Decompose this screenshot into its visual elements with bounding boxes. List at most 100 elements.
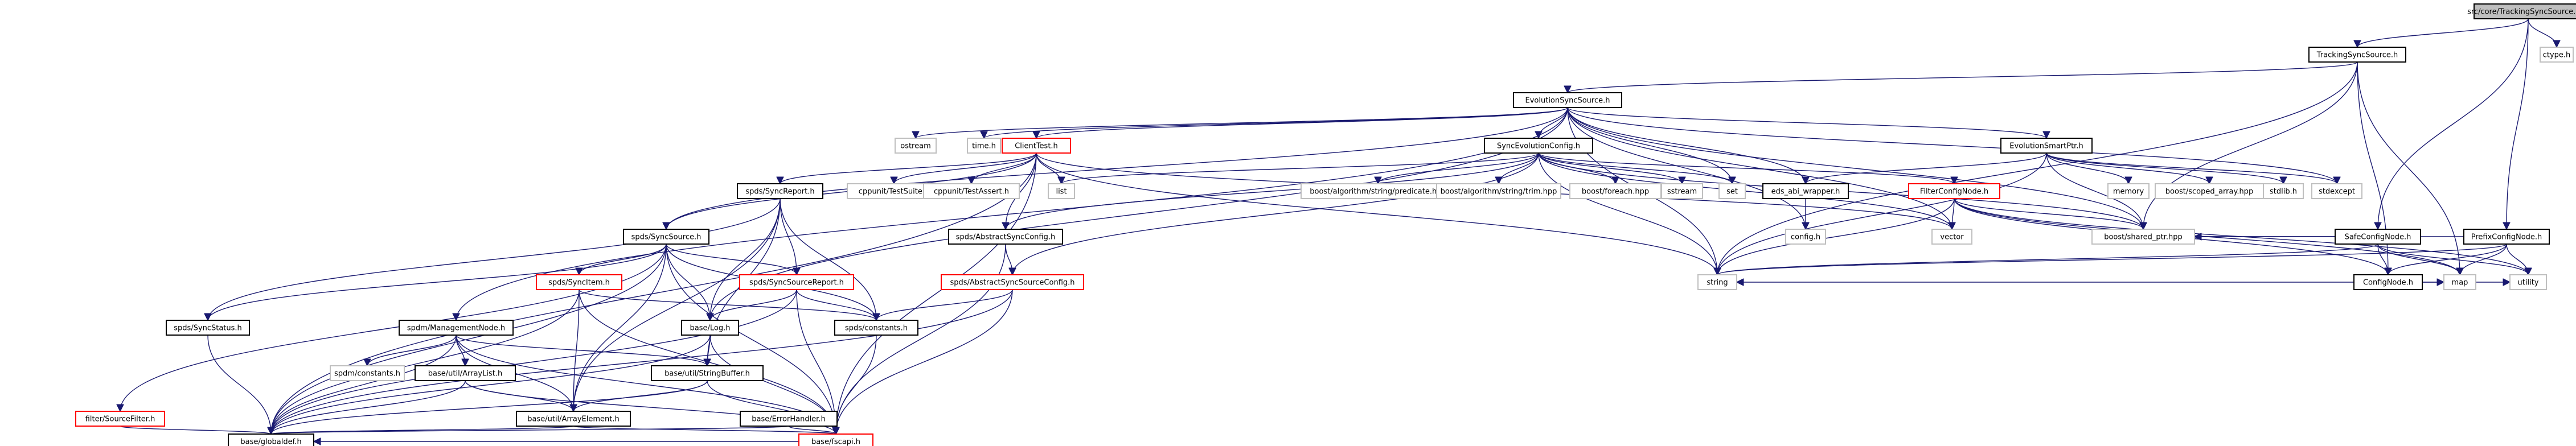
edge-evolutionsyncsource-h-to-evolutionsmartptr-h: [1567, 107, 2046, 139]
node-evolutionsmartptr-h[interactable]: EvolutionSmartPtr.h: [2000, 138, 2093, 154]
edge-base-util-stringbuffer-h-to-base-globaldef-h: [271, 380, 708, 435]
node-base-globaldef-h[interactable]: base/globaldef.h: [228, 433, 314, 446]
edge-trackingsyncsource-h-to-map: [2357, 61, 2460, 275]
node-filter-sourcefilter-h[interactable]: filter/SourceFilter.h: [75, 411, 165, 427]
node-box: [948, 229, 1063, 245]
node-spds-abstractsyncsourceconfig-h[interactable]: spds/AbstractSyncSourceConfig.h: [941, 274, 1084, 290]
node-confignode-h[interactable]: ConfigNode.h: [2353, 274, 2423, 290]
node-spdm-managementnode-h[interactable]: spdm/ManagementNode.h: [399, 320, 514, 336]
edge-trackingsyncsource-h-to-boost-shared-ptr: [2143, 61, 2358, 229]
edge-clienttest-h-to-list: [1036, 152, 1061, 184]
node-trackingsyncsource-h[interactable]: TrackingSyncSource.h: [2308, 47, 2406, 63]
node-label: list: [1056, 188, 1067, 196]
node-filterconfignode-h[interactable]: FilterConfigNode.h: [1908, 183, 2000, 199]
edge-evolutionsyncsource-h-to-stdexcept: [1567, 107, 2337, 184]
node-box: [834, 320, 918, 336]
node-safeconfignode-h[interactable]: SafeConfigNode.h: [2335, 229, 2421, 245]
node-box: [2308, 47, 2406, 63]
node-label: vector: [1940, 233, 1964, 242]
node-cppunit-testassert-h: cppunit/TestAssert.h: [923, 183, 1020, 199]
node-label: spds/SyncItem.h: [548, 279, 610, 287]
node-label: map: [2452, 279, 2468, 287]
node-base-util-arrayelement-h[interactable]: base/util/ArrayElement.h: [516, 411, 631, 427]
edge-syncevolutionconfig-h-to-list: [1061, 152, 1539, 184]
node-box: [1436, 183, 1561, 199]
node-spds-syncreport-h[interactable]: spds/SyncReport.h: [737, 183, 823, 199]
node-label: spdm/constants.h: [334, 370, 400, 378]
node-box: [2443, 274, 2476, 290]
node-base-fscapi-h[interactable]: base/fscapi.h: [798, 433, 873, 446]
edge-evolutionsyncsource-h-to-clienttest-h: [1036, 107, 1568, 139]
node-label: boost/scoped_array.hpp: [2165, 188, 2253, 196]
node-box: [1569, 183, 1662, 199]
node-spds-abstractsyncconfig-h[interactable]: spds/AbstractSyncConfig.h: [948, 229, 1063, 245]
node-eds-abi-wrapper-h[interactable]: eds_abi_wrapper.h: [1762, 183, 1849, 199]
node-label: base/fscapi.h: [811, 438, 860, 446]
node-label: base/util/ArrayElement.h: [527, 415, 620, 424]
edge-spds-syncitem-h-to-spds-constants-h: [579, 289, 876, 321]
node-label: string: [1707, 279, 1728, 287]
node-spds-syncstatus-h[interactable]: spds/SyncStatus.h: [166, 320, 250, 336]
node-box: [2311, 183, 2362, 199]
node-clienttest-h[interactable]: ClientTest.h: [1002, 138, 1071, 154]
node-label: ConfigNode.h: [2363, 279, 2413, 287]
edge-spdm-managementnode-h-to-base-util-stringbuffer-h: [456, 334, 707, 366]
node-prefixconfignode-h[interactable]: PrefixConfigNode.h: [2463, 229, 2550, 245]
edge-base-log-h-to-base-globaldef-h: [271, 334, 711, 434]
node-base-log-h[interactable]: base/Log.h: [681, 320, 739, 336]
node-spds-syncsource-h[interactable]: spds/SyncSource.h: [623, 229, 709, 245]
edge-syncevolutionconfig-h-to-spds-abstractsyncsourceconfig-h: [1012, 152, 1539, 275]
node-base-util-arraylist-h[interactable]: base/util/ArrayList.h: [415, 365, 516, 381]
node-spds-syncitem-h[interactable]: spds/SyncItem.h: [536, 274, 622, 290]
node-box: [2353, 274, 2423, 290]
node-label: cppunit/TestSuite.h: [859, 188, 929, 196]
node-syncevolutionconfig-h[interactable]: SyncEvolutionConfig.h: [1484, 138, 1593, 154]
edge-evolutionsyncsource-h-to-time-h: [984, 107, 1568, 139]
edge-spds-syncsource-h-to-spds-syncstatus-h: [208, 243, 667, 320]
node-box: [2155, 183, 2264, 199]
edge-base-errorhandler-h-to-base-globaldef-h: [271, 426, 789, 434]
edge-spds-syncreport-h-to-spds-constants-h: [780, 198, 876, 320]
node-box: [1908, 183, 2000, 199]
node-box: [2335, 229, 2421, 245]
edge-syncevolutionconfig-h-to-filterconfignode-h: [1538, 152, 1954, 184]
node-stdexcept: stdexcept: [2311, 183, 2362, 199]
node-label: spds/AbstractSyncConfig.h: [956, 233, 1055, 242]
node-spds-constants-h[interactable]: spds/constants.h: [834, 320, 918, 336]
edge-evolutionsmartptr-h-to-boost-scoped-array: [2046, 152, 2209, 184]
node-box: [737, 183, 823, 199]
node-box: [1718, 183, 1746, 199]
edge-safeconfignode-h-to-string: [1717, 243, 2378, 275]
node-ctype-h: ctype.h: [2540, 47, 2574, 63]
node-boost-trim: boost/algorithm/string/trim.hpp: [1436, 183, 1561, 199]
edge-base-util-arraylist-h-to-base-globaldef-h: [271, 380, 466, 435]
node-list: list: [1048, 183, 1075, 199]
node-base-errorhandler-h[interactable]: base/ErrorHandler.h: [740, 411, 838, 427]
edge-spds-syncsourcereport-h-to-base-fscapi-h: [796, 289, 836, 434]
node-label: EvolutionSmartPtr.h: [2009, 142, 2083, 151]
node-boost-shared-ptr: boost/shared_ptr.hpp: [2091, 229, 2195, 245]
node-label: spds/constants.h: [845, 324, 908, 333]
node-evolutionsyncsource-h[interactable]: EvolutionSyncSource.h: [1513, 92, 1622, 108]
node-label: time.h: [972, 142, 996, 151]
node-box: [1697, 274, 1737, 290]
edge-evolutionsmartptr-h-to-stdlib-h: [2046, 152, 2283, 184]
node-box: [166, 320, 250, 336]
node-root[interactable]: src/core/TrackingSyncSource.cpp: [2467, 3, 2576, 19]
node-ostream: ostream: [895, 138, 937, 154]
edge-evolutionsyncsource-h-to-ostream: [916, 107, 1568, 139]
edge-evolutionsmartptr-h-to-stdexcept: [2046, 152, 2337, 184]
node-spds-syncsourcereport-h[interactable]: spds/SyncSourceReport.h: [739, 274, 854, 290]
edge-spds-abstractsyncsourceconfig-h-to-base-fscapi-h: [836, 289, 1013, 434]
edge-spds-syncsource-h-to-base-fscapi-h: [666, 243, 836, 434]
node-box: [967, 138, 1001, 154]
node-box: [1661, 183, 1703, 199]
edge-clienttest-h-to-base-fscapi-h: [836, 152, 1037, 434]
node-label: boost/shared_ptr.hpp: [2104, 233, 2183, 242]
node-label: spds/SyncSourceReport.h: [749, 279, 844, 287]
edge-spds-abstractsyncconfig-h-to-spds-abstractsyncsourceconfig-h: [1005, 243, 1012, 275]
node-box: [1048, 183, 1075, 199]
edge-safeconfignode-h-to-utility: [2377, 243, 2528, 275]
node-box: [739, 274, 854, 290]
node-base-util-stringbuffer-h[interactable]: base/util/StringBuffer.h: [651, 365, 764, 381]
